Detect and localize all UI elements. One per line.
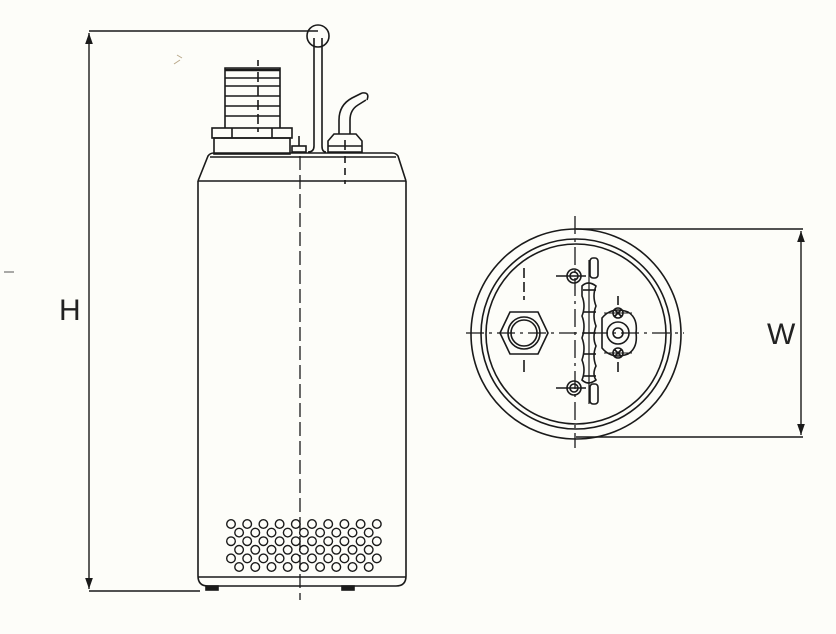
strainer-hole <box>323 519 334 530</box>
strainer-hole <box>363 544 374 555</box>
strainer-hole <box>234 544 245 555</box>
strainer-hole <box>355 536 366 547</box>
strainer-hole <box>266 527 277 538</box>
strainer-hole <box>298 527 309 538</box>
strainer-hole <box>250 544 261 555</box>
width-label: W <box>767 318 796 351</box>
strainer-hole <box>225 519 236 530</box>
strainer-hole <box>315 527 326 538</box>
strainer-hole <box>331 527 342 538</box>
strainer-hole <box>290 536 301 547</box>
strainer-hole <box>371 536 382 547</box>
pump-side-view <box>197 24 407 600</box>
strainer-hole <box>282 562 293 573</box>
strainer-hole <box>339 519 350 530</box>
strainer-hole <box>234 562 245 573</box>
strainer-hole <box>371 519 382 530</box>
strainer-hole <box>307 536 318 547</box>
strainer-hole <box>323 553 334 564</box>
strainer-hole <box>315 562 326 573</box>
strainer-hole <box>266 544 277 555</box>
strainer-hole <box>274 536 285 547</box>
strainer-hole <box>355 553 366 564</box>
strainer-hole <box>282 544 293 555</box>
strainer-hole <box>258 553 269 564</box>
strainer-hole <box>339 536 350 547</box>
strainer-hole <box>323 536 334 547</box>
strainer-hole <box>307 519 318 530</box>
strainer-hole <box>258 519 269 530</box>
strainer-hole <box>250 562 261 573</box>
strainer-hole <box>242 536 253 547</box>
strainer-hole <box>331 562 342 573</box>
pump-top-view <box>466 216 684 448</box>
scan-specks <box>4 54 183 273</box>
strainer-hole <box>225 536 236 547</box>
strainer-hole <box>355 519 366 530</box>
strainer-hole <box>363 527 374 538</box>
strainer-hole <box>282 527 293 538</box>
height-label: H <box>59 294 81 327</box>
strainer-hole <box>307 553 318 564</box>
strainer-hole <box>371 553 382 564</box>
strainer-hole <box>315 544 326 555</box>
strainer-hole <box>363 562 374 573</box>
strainer-hole <box>258 536 269 547</box>
strainer-hole <box>225 553 236 564</box>
strainer-hole <box>234 527 245 538</box>
strainer-hole <box>250 527 261 538</box>
strainer-hole <box>274 553 285 564</box>
strainer-hole <box>266 562 277 573</box>
strainer-hole <box>347 527 358 538</box>
strainer-hole <box>339 553 350 564</box>
strainer-hole <box>347 544 358 555</box>
strainer-hole <box>242 553 253 564</box>
width-dimension <box>576 228 805 438</box>
strainer-hole <box>298 544 309 555</box>
strainer-hole <box>331 544 342 555</box>
strainer-hole <box>298 562 309 573</box>
strainer-hole <box>290 553 301 564</box>
strainer-hole <box>242 519 253 530</box>
height-dimension <box>85 30 318 592</box>
strainer-hole <box>290 519 301 530</box>
strainer-holes <box>225 519 382 573</box>
strainer-hole <box>274 519 285 530</box>
strainer-hole <box>347 562 358 573</box>
